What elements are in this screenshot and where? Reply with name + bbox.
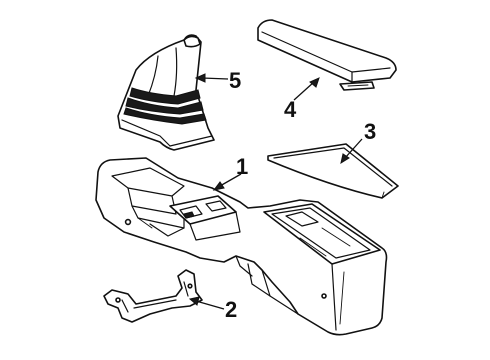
callout-5: 5 <box>229 68 241 93</box>
leader-2 <box>188 296 225 310</box>
leader-1 <box>212 173 242 191</box>
callout-1: 1 <box>236 154 248 179</box>
mounting-bracket <box>103 269 203 323</box>
callout-2: 2 <box>225 297 237 322</box>
callout-3: 3 <box>364 119 376 144</box>
console-body <box>95 157 388 336</box>
shift-boot <box>117 34 215 151</box>
armrest-lid <box>257 19 397 91</box>
storage-tray <box>267 143 399 199</box>
leader-4 <box>293 77 320 101</box>
callout-4: 4 <box>284 97 297 122</box>
leader-5 <box>194 73 229 83</box>
leader-3 <box>340 138 363 165</box>
